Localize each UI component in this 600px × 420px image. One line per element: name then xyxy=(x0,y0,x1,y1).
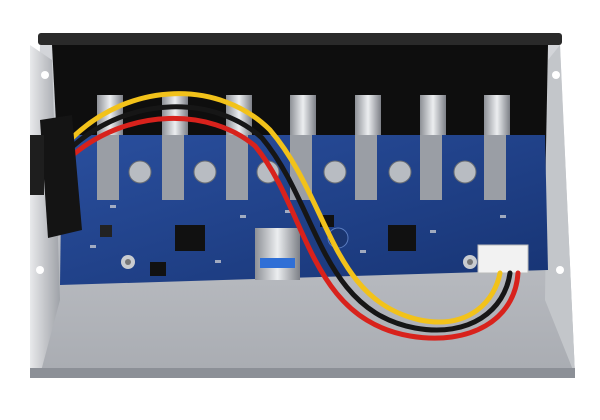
usb-port xyxy=(420,95,446,200)
chip xyxy=(388,225,416,251)
usb-port xyxy=(97,95,123,200)
molex-connector xyxy=(477,244,529,274)
usb-port xyxy=(355,95,381,200)
usb-port xyxy=(162,95,188,200)
usb-port xyxy=(484,95,510,200)
sata-power-connector xyxy=(30,115,82,238)
chip xyxy=(175,225,205,251)
power-wires xyxy=(67,91,521,341)
usb3-port xyxy=(255,228,300,280)
